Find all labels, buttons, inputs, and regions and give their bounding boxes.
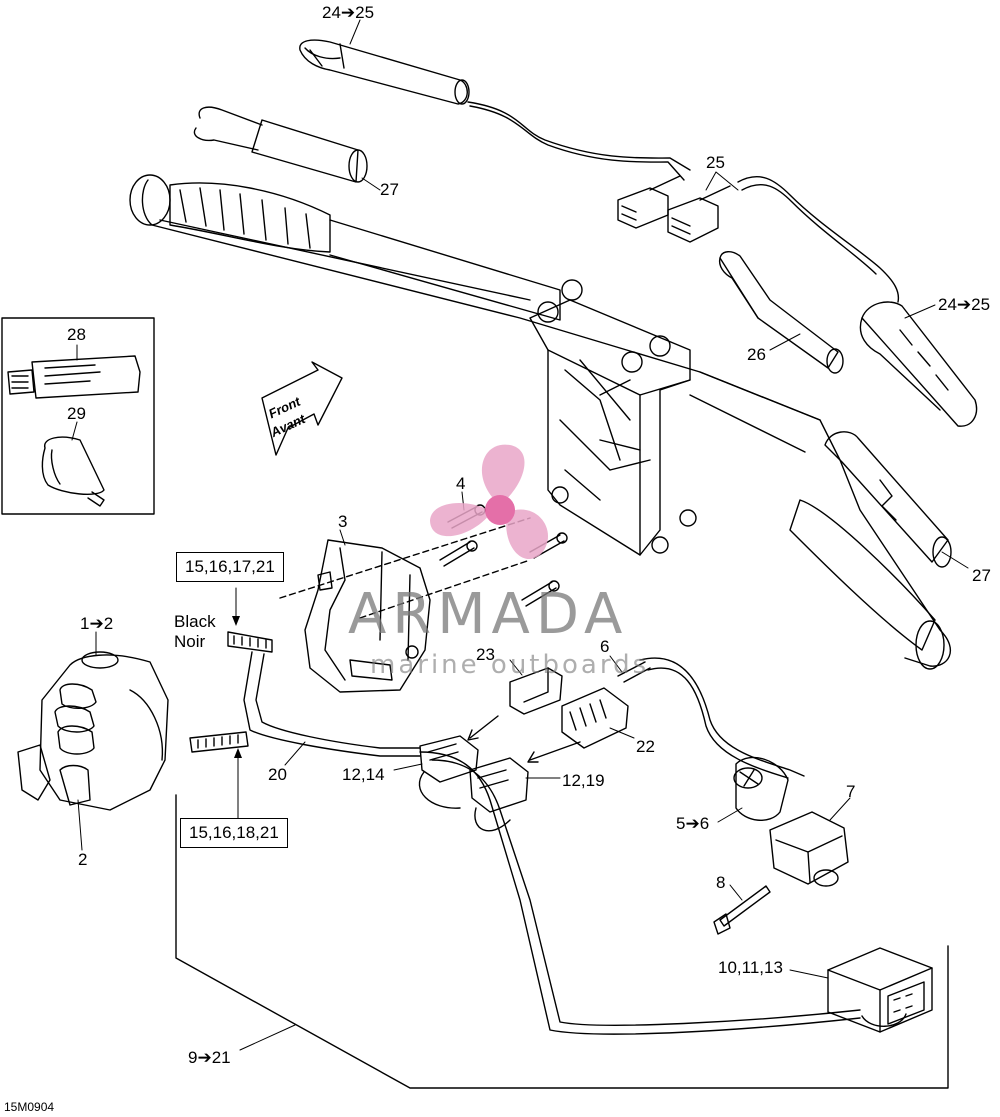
handlebar-riser	[529, 279, 697, 556]
callout-4: 4	[456, 474, 466, 493]
watermark-logo	[430, 444, 549, 560]
callout-6: 6	[600, 637, 610, 656]
callout-2: 2	[78, 850, 88, 869]
watermark-tagline: marine outboards	[370, 650, 650, 680]
connector-color-black: Black	[174, 612, 216, 631]
callout-24-25-top: 24➔25	[322, 3, 375, 22]
connector-22	[561, 687, 629, 749]
callout-8: 8	[716, 873, 726, 892]
leader-lines	[71, 19, 969, 1051]
callout-5-6: 5➔6	[676, 814, 710, 833]
connector-harness-end	[189, 731, 249, 753]
handlebar	[129, 174, 951, 670]
callout-1-2: 1➔2	[80, 614, 114, 633]
callout-25: 25	[706, 153, 725, 172]
kit-box	[1, 317, 155, 515]
harness-20	[243, 651, 861, 1035]
callout-12-19: 12,19	[562, 771, 605, 790]
grease-tube	[7, 355, 141, 399]
switch-housing-3	[304, 539, 431, 693]
handlebar-bar-26	[718, 251, 844, 374]
grip-wire-right	[737, 176, 900, 303]
pin-8	[713, 885, 771, 935]
connector-12-19	[469, 757, 529, 832]
callout-9-21: 9➔21	[188, 1048, 231, 1067]
key-7	[769, 811, 849, 887]
boxed-callout-bottom: 15,16,18,21	[180, 818, 288, 848]
heated-grip-top	[299, 39, 470, 105]
callout-27-right: 27	[972, 566, 991, 585]
connector-black	[227, 631, 273, 653]
callout-23: 23	[476, 645, 495, 664]
watermark-brand: ARMADA	[348, 582, 629, 647]
callout-22: 22	[636, 737, 655, 756]
handlebar-switch-1	[17, 651, 169, 811]
connector-pair-25	[617, 175, 731, 243]
connector-10-11-13	[827, 947, 933, 1033]
boxed-callout-top: 15,16,17,21	[176, 552, 284, 582]
connector-12-14	[418, 735, 479, 809]
key-switch-5	[733, 756, 789, 821]
key-switch-wires	[617, 657, 805, 779]
callout-3: 3	[338, 512, 348, 531]
callout-26: 26	[747, 345, 766, 364]
front-direction-arrow	[261, 361, 343, 456]
connector-23	[509, 667, 563, 715]
callout-7: 7	[846, 782, 856, 801]
callout-28: 28	[67, 325, 86, 344]
callout-27-top: 27	[380, 180, 399, 199]
callout-29: 29	[67, 404, 86, 423]
grip-wire-top	[467, 101, 691, 171]
grip-sleeve-top	[193, 106, 368, 183]
cable-tie	[41, 436, 105, 507]
kit-outline-9-21	[175, 794, 949, 1089]
callout-24-25-right: 24➔25	[938, 295, 991, 314]
callout-12-14: 12,14	[342, 765, 385, 784]
drawing-code: 15M0904	[4, 1100, 55, 1114]
heated-grip-right	[859, 301, 978, 427]
connector-color-noir: Noir	[174, 632, 206, 651]
callout-10-11-13: 10,11,13	[718, 958, 783, 977]
grip-sleeve-right	[824, 431, 952, 568]
callout-20: 20	[268, 765, 287, 784]
